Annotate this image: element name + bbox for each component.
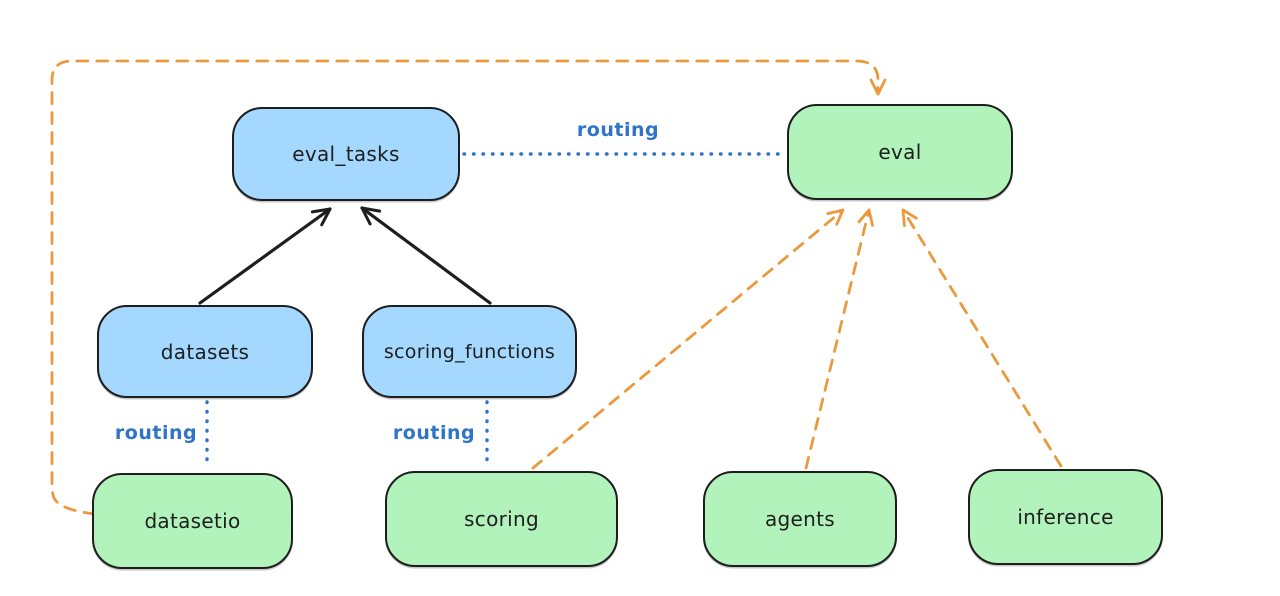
node-scoring-functions-label: scoring_functions	[383, 340, 556, 363]
node-scoring: scoring	[385, 471, 618, 567]
node-eval-tasks-label: eval_tasks	[292, 142, 400, 166]
edge-agents-to-eval	[804, 208, 874, 470]
node-datasetio: datasetio	[92, 473, 293, 569]
edge-scoring-to-eval	[531, 208, 845, 470]
node-agents-label: agents	[765, 507, 835, 531]
node-eval: eval	[787, 104, 1013, 200]
edge-datasetio-to-eval	[50, 59, 887, 516]
node-datasets-label: datasets	[160, 339, 250, 364]
node-agents: agents	[703, 471, 897, 567]
node-eval-tasks: eval_tasks	[232, 107, 460, 201]
node-eval-label: eval	[878, 140, 922, 164]
edge-label-routing-scoring: routing	[392, 422, 476, 444]
node-datasets: datasets	[97, 305, 313, 398]
edge-inference-to-eval	[901, 208, 1063, 468]
edge-label-routing-eval: routing	[576, 119, 660, 141]
node-scoring-label: scoring	[464, 507, 539, 531]
edge-label-routing-datasetio: routing	[114, 422, 198, 444]
node-datasetio-label: datasetio	[144, 509, 241, 533]
edge-datasets-to-eval-tasks	[198, 207, 332, 305]
node-scoring-functions: scoring_functions	[362, 305, 577, 398]
node-inference-label: inference	[1017, 505, 1114, 529]
edge-scoring-functions-to-eval-tasks	[360, 206, 492, 305]
node-inference: inference	[968, 469, 1163, 565]
